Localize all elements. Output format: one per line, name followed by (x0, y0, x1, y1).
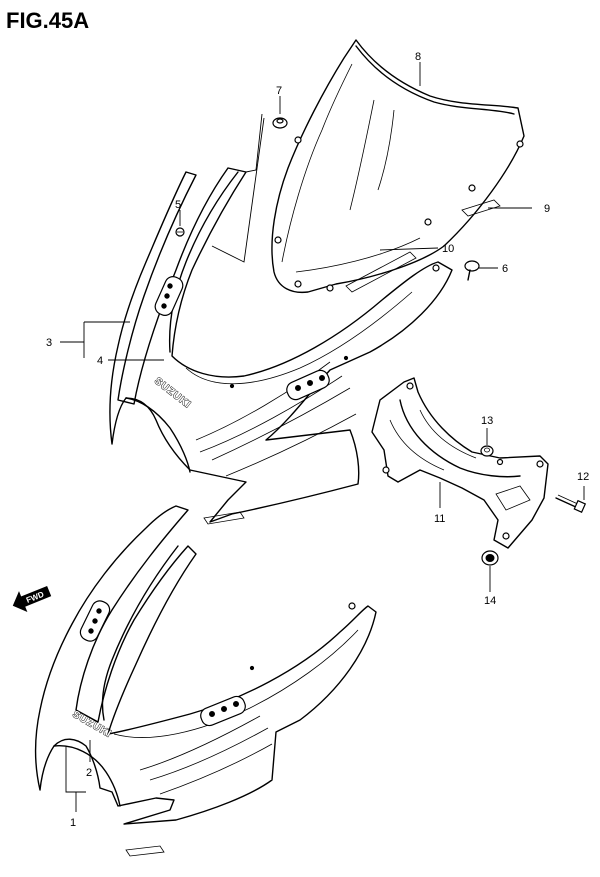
leader-lines (60, 62, 585, 812)
callout-12: 12 (577, 471, 589, 483)
brand-logo-upper: SUZUKI (152, 376, 193, 411)
screw-6 (464, 260, 480, 281)
upper-cowling: SUZUKI (109, 167, 453, 525)
callout-5: 5 (175, 199, 181, 211)
callout-2: 2 (86, 767, 92, 779)
forward-arrow: FWD (12, 585, 52, 612)
callout-14: 14 (484, 595, 496, 607)
callout-13: 13 (481, 415, 493, 427)
windscreen (271, 39, 525, 294)
cowling-bracket (371, 377, 549, 549)
figure-title: FIG.45A (6, 8, 89, 33)
callout-6: 6 (502, 263, 508, 275)
callout-1: 1 (70, 817, 76, 829)
callout-9: 9 (544, 203, 550, 215)
brand-logo-lower: SUZUKI (71, 709, 114, 740)
grommet-13 (480, 445, 494, 457)
strip-10 (345, 251, 417, 293)
callout-3: 3 (46, 337, 52, 349)
screw-5 (175, 227, 185, 237)
callout-11: 11 (434, 513, 445, 525)
pad-9 (461, 199, 501, 217)
callout-10: 10 (442, 243, 454, 255)
callout-7: 7 (276, 85, 282, 97)
grommet-7 (272, 117, 288, 129)
callout-8: 8 (415, 51, 421, 63)
nut-14 (481, 550, 499, 566)
bolt-12 (555, 494, 587, 513)
callouts: 1 2 3 4 5 6 7 8 9 10 11 12 13 14 (46, 51, 589, 829)
lower-cowling: SUZUKI (34, 505, 377, 857)
callout-4: 4 (97, 355, 103, 367)
